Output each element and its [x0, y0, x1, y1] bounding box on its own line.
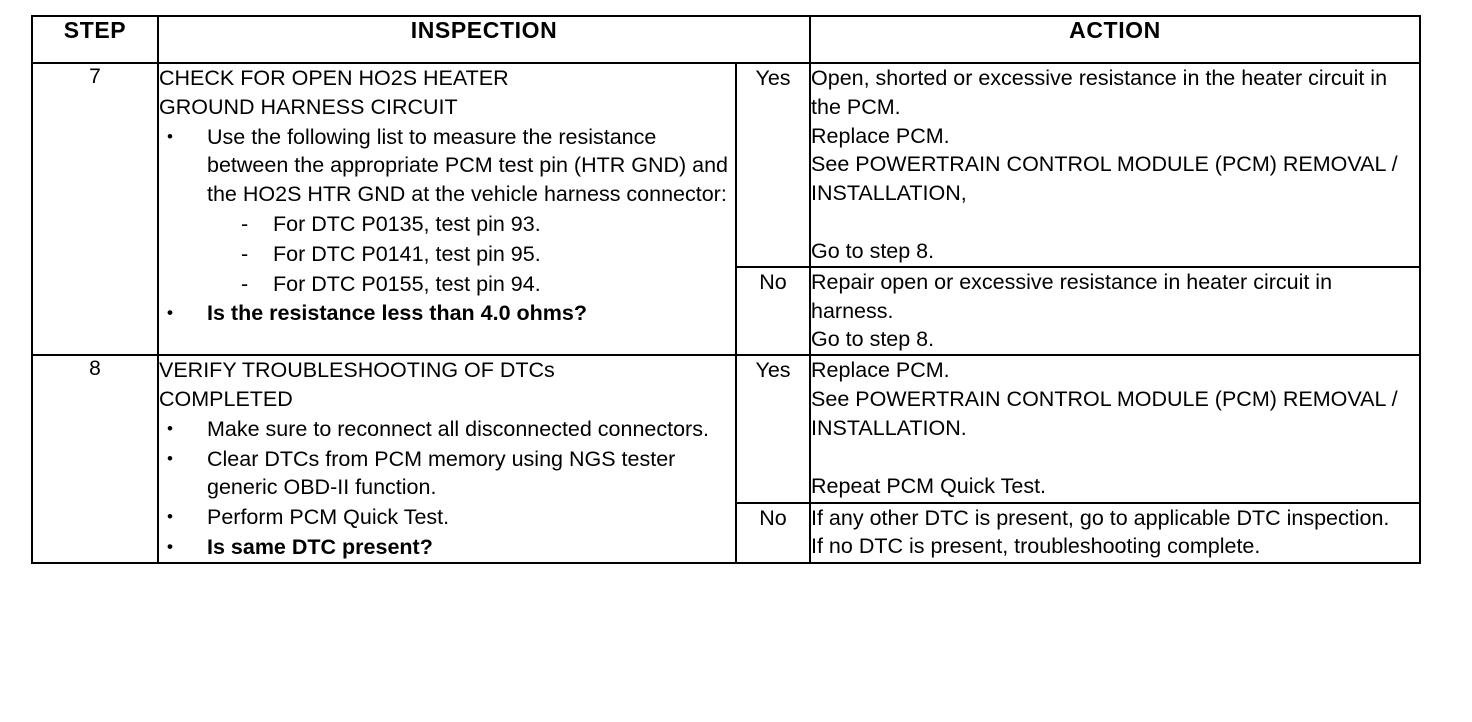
column-header-step: STEP [31, 15, 159, 64]
inspection-step-text: Is same DTC present? [207, 534, 433, 559]
action-line: Go to step 8. [811, 238, 935, 263]
inspection-step-item: • Is the resistance less than 4.0 ohms? [159, 299, 735, 328]
inspection-step-item: • Clear DTCs from PCM memory using NGS te… [159, 445, 735, 503]
bullet-icon: • [167, 126, 173, 146]
bullet-icon: • [167, 303, 173, 323]
inspection-cell: VERIFY TROUBLESHOOTING OF DTCs COMPLETED… [157, 354, 737, 564]
inspection-step-text: Is the resistance less than 4.0 ohms? [207, 301, 587, 326]
action-line: If no DTC is present, troubleshooting co… [811, 534, 1261, 559]
action-line: Replace PCM. [811, 123, 950, 148]
inspection-title: CHECK FOR OPEN HO2S HEATER GROUND HARNES… [159, 66, 509, 119]
action-line: See POWERTRAIN CONTROL MODULE (PCM) REMO… [811, 386, 1404, 440]
action-cell: Open, shorted or excessive resistance in… [809, 62, 1422, 268]
action-line: Replace PCM. [811, 358, 950, 383]
column-header-inspection: INSPECTION [156, 15, 812, 64]
step-number: 7 [31, 61, 159, 357]
inspection-step-item: • Is same DTC present? [159, 533, 735, 562]
branch-label-no: No [734, 501, 812, 564]
branch-label-yes: Yes [734, 62, 812, 268]
action-line: Open, shorted or excessive resistance in… [811, 66, 1394, 119]
action-cell: Repair open or excessive resistance in h… [809, 265, 1422, 357]
bullet-icon: • [167, 448, 173, 468]
column-header-action: ACTION [809, 15, 1422, 64]
inspection-title: VERIFY TROUBLESHOOTING OF DTCs COMPLETED [159, 358, 555, 411]
inspection-steps-list: • Use the following list to measure the r… [159, 123, 735, 329]
action-line-spacer [811, 443, 1419, 472]
dtc-pin-item: -For DTC P0141, test pin 95. [241, 240, 735, 269]
dash-icon: - [241, 211, 249, 236]
action-line: If any other DTC is present, go to appli… [811, 505, 1390, 530]
inspection-step-item: • Use the following list to measure the r… [159, 123, 735, 299]
action-line: See POWERTRAIN CONTROL MODULE (PCM) REMO… [811, 152, 1404, 206]
header-row: STEP INSPECTION ACTION [31, 15, 1422, 64]
inspection-step-text: Perform PCM Quick Test. [207, 505, 450, 530]
branch-label-yes: Yes [734, 354, 812, 504]
action-line: Repair open or excessive resistance in h… [811, 269, 1339, 323]
inspection-steps-list: • Make sure to reconnect all disconnected… [159, 415, 735, 562]
inspection-step-item: • Perform PCM Quick Test. [159, 503, 735, 532]
table-header: STEP INSPECTION ACTION [31, 15, 1422, 64]
inspection-step-text: Use the following list to measure the re… [207, 124, 729, 207]
bullet-icon: • [167, 418, 173, 438]
bullet-icon: • [167, 507, 173, 527]
bullet-icon: • [167, 536, 173, 556]
dtc-pin-text: For DTC P0141, test pin 95. [273, 241, 541, 266]
dtc-pin-text: For DTC P0135, test pin 93. [273, 211, 541, 236]
branch-label-no: No [734, 265, 812, 357]
action-line-spacer [811, 208, 1419, 237]
step-number: 8 [31, 354, 159, 564]
dtc-pin-item: -For DTC P0155, test pin 94. [241, 270, 735, 299]
action-line: Repeat PCM Quick Test. [811, 473, 1047, 498]
dtc-pin-text: For DTC P0155, test pin 94. [273, 271, 541, 296]
inspection-step-item: • Make sure to reconnect all disconnected… [159, 415, 735, 444]
inspection-step-text: Make sure to reconnect all disconnected … [207, 416, 709, 441]
action-cell: If any other DTC is present, go to appli… [809, 501, 1422, 564]
action-cell: Replace PCM. See POWERTRAIN CONTROL MODUL… [809, 354, 1422, 504]
dtc-pin-item: -For DTC P0135, test pin 93. [241, 210, 735, 239]
inspection-cell: CHECK FOR OPEN HO2S HEATER GROUND HARNES… [157, 61, 737, 357]
action-line: Go to step 8. [811, 327, 935, 352]
inspection-step-text: Clear DTCs from PCM memory using NGS tes… [207, 446, 676, 500]
dash-icon: - [241, 241, 249, 266]
dtc-pin-list: -For DTC P0135, test pin 93.-For DTC P01… [207, 210, 735, 298]
dash-icon: - [241, 271, 249, 296]
